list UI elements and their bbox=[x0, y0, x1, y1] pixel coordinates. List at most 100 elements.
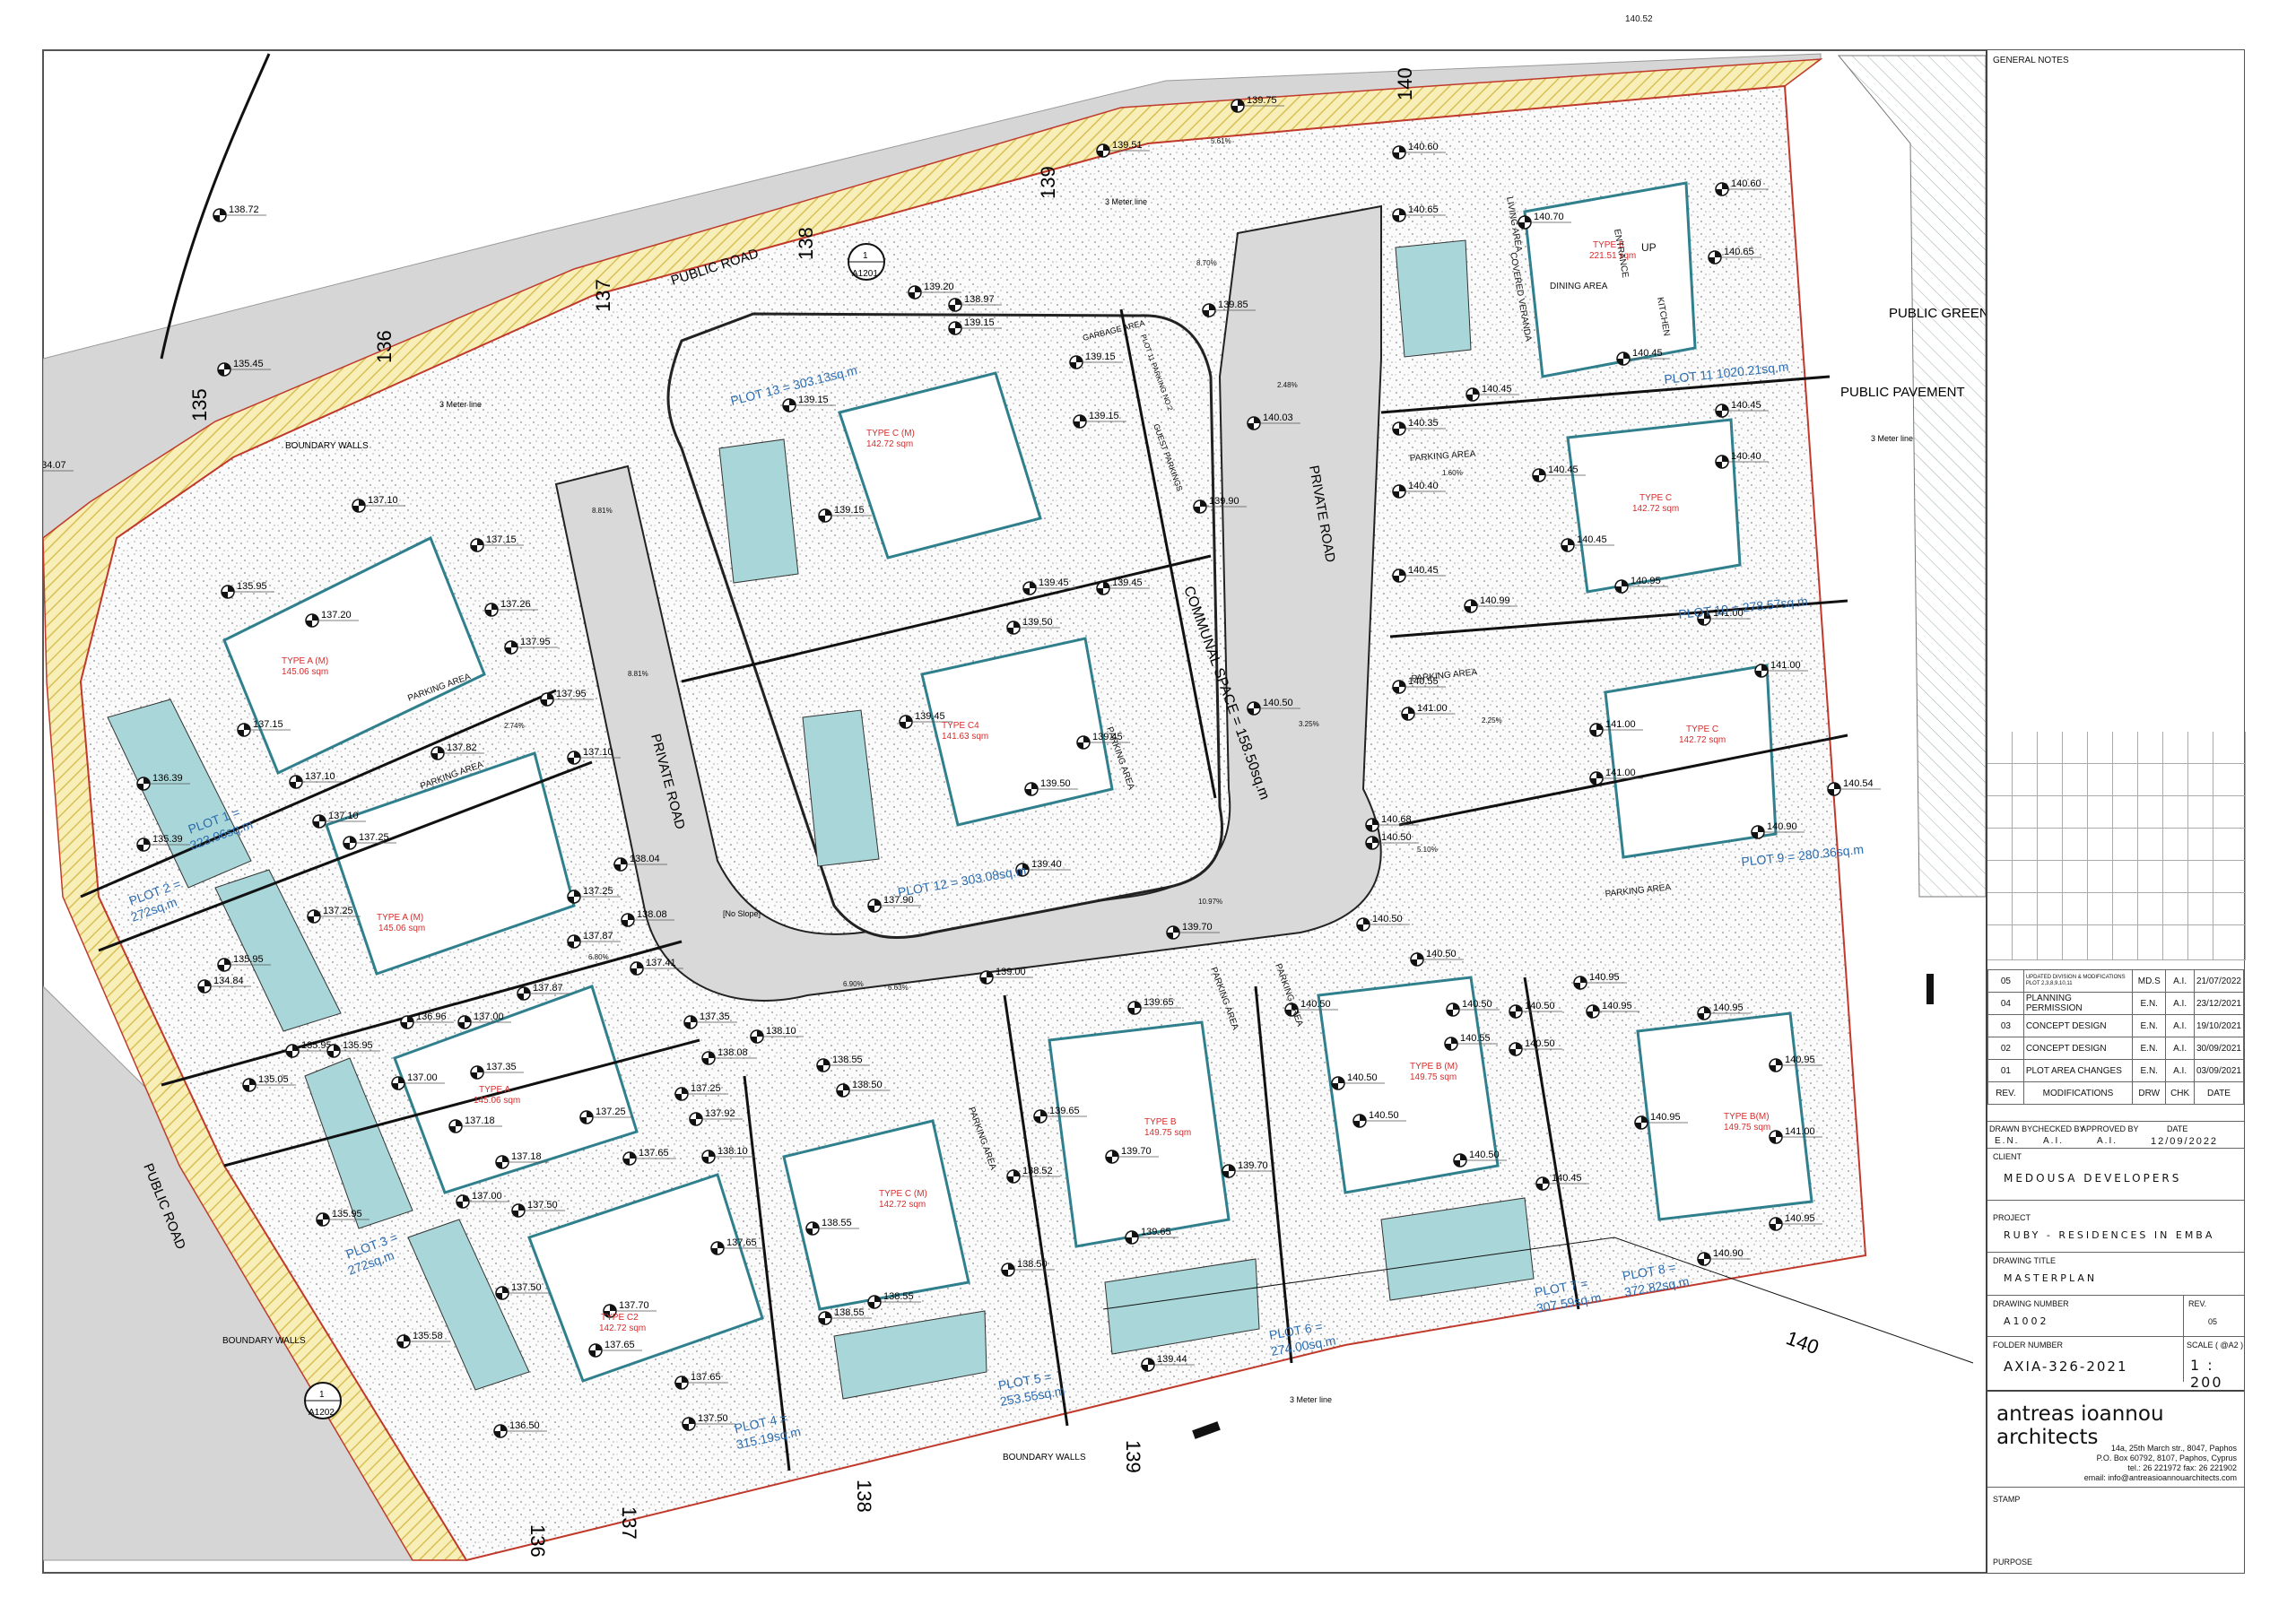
svg-text:3.25%: 3.25% bbox=[1299, 720, 1319, 728]
svg-text:137.50: 137.50 bbox=[511, 1282, 542, 1293]
svg-text:139.15: 139.15 bbox=[798, 395, 829, 405]
svg-text:2.48%: 2.48% bbox=[1277, 381, 1298, 389]
svg-text:137.10: 137.10 bbox=[328, 811, 359, 821]
svg-text:139.15: 139.15 bbox=[1089, 411, 1119, 421]
svg-text:140.60: 140.60 bbox=[1408, 142, 1439, 152]
svg-text:5.10%: 5.10% bbox=[1417, 846, 1438, 854]
svg-text:139.85: 139.85 bbox=[1218, 299, 1248, 310]
spot-level-marker: 138.72 bbox=[213, 204, 266, 222]
svg-text:137.10: 137.10 bbox=[368, 495, 398, 506]
spot-level-marker: 139.40 bbox=[1015, 859, 1069, 877]
svg-text:135.05: 135.05 bbox=[258, 1074, 289, 1085]
spot-level-marker: 137.90 bbox=[867, 895, 921, 913]
svg-text:140.50: 140.50 bbox=[1426, 949, 1457, 959]
spot-level-marker: 136.96 bbox=[400, 1011, 454, 1029]
drawn-by-row: DRAWN BY CHECKED BY APPROVED BY DATE E.N… bbox=[1987, 1121, 2244, 1149]
spot-level-marker: 140.45 bbox=[1535, 1173, 1589, 1191]
spot-level-marker: 138.97 bbox=[948, 294, 1002, 312]
spot-level-marker: 140.55 bbox=[1444, 1033, 1498, 1051]
spot-level-marker: 138.52 bbox=[1006, 1166, 1060, 1184]
svg-text:137.82: 137.82 bbox=[447, 742, 477, 753]
svg-text:137.00: 137.00 bbox=[472, 1191, 502, 1202]
svg-text:137.10: 137.10 bbox=[583, 747, 613, 758]
spot-level-marker: 135.39 bbox=[136, 834, 190, 852]
svg-text:138.55: 138.55 bbox=[883, 1291, 914, 1302]
svg-text:137.70: 137.70 bbox=[619, 1300, 649, 1311]
spot-level-marker: 135.58 bbox=[396, 1331, 450, 1349]
svg-text:135.58: 135.58 bbox=[413, 1331, 443, 1341]
svg-text:137.65: 137.65 bbox=[604, 1340, 635, 1350]
pool-plot5 bbox=[833, 1310, 987, 1400]
svg-text:138.55: 138.55 bbox=[832, 1055, 863, 1065]
spot-level-marker: 137.87 bbox=[567, 931, 621, 949]
svg-text:142.72 sqm: 142.72 sqm bbox=[599, 1324, 646, 1333]
contour-label: 139 bbox=[1122, 1440, 1144, 1473]
spot-level-marker: 140.50 bbox=[1284, 999, 1338, 1017]
svg-text:139.70: 139.70 bbox=[1121, 1146, 1152, 1157]
spot-level-marker: 134.84 bbox=[197, 976, 251, 994]
svg-text:140.45: 140.45 bbox=[1552, 1173, 1582, 1184]
svg-text:139.45: 139.45 bbox=[1092, 732, 1123, 742]
svg-text:140.40: 140.40 bbox=[1408, 481, 1439, 491]
svg-text:134.84: 134.84 bbox=[213, 976, 244, 986]
svg-text:TYPE C (M): TYPE C (M) bbox=[866, 429, 915, 438]
spot-level-marker: 138.55 bbox=[805, 1218, 859, 1236]
svg-text:139.15: 139.15 bbox=[1085, 352, 1116, 362]
spot-level-marker: 141.00 bbox=[1754, 660, 1808, 678]
svg-text:8.81%: 8.81% bbox=[592, 507, 613, 515]
svg-text:139.65: 139.65 bbox=[1049, 1106, 1080, 1116]
spot-level-marker: 140.45 bbox=[1561, 534, 1614, 552]
svg-text:137.25: 137.25 bbox=[323, 906, 353, 916]
drawing-title-value: MASTERPLAN bbox=[2004, 1272, 2098, 1284]
spot-level-marker: 139.50 bbox=[1024, 778, 1078, 796]
svg-text:137.26: 137.26 bbox=[500, 599, 531, 610]
svg-text:TYPE A (M): TYPE A (M) bbox=[377, 913, 423, 923]
spot-level-marker: 140.50 bbox=[1331, 1072, 1385, 1090]
svg-text:140.50: 140.50 bbox=[1462, 999, 1492, 1010]
spot-level-marker: 140.65 bbox=[1708, 247, 1761, 265]
contour-label: 136 bbox=[526, 1524, 549, 1558]
svg-text:140.45: 140.45 bbox=[1632, 348, 1663, 359]
spot-level-marker: 135.95 bbox=[217, 954, 271, 972]
svg-text:140.90: 140.90 bbox=[1767, 821, 1797, 832]
spot-level-marker: 139.15 bbox=[818, 505, 872, 523]
svg-text:TYPE C: TYPE C bbox=[1686, 725, 1718, 734]
svg-text:139.40: 139.40 bbox=[1031, 859, 1062, 870]
spot-level-marker: 137.82 bbox=[430, 742, 484, 760]
svg-text:140.50: 140.50 bbox=[1263, 698, 1293, 708]
svg-text:138.08: 138.08 bbox=[637, 909, 667, 920]
svg-text:137.15: 137.15 bbox=[253, 719, 283, 730]
svg-text:137.50: 137.50 bbox=[527, 1200, 558, 1211]
svg-text:137.25: 137.25 bbox=[583, 886, 613, 897]
spot-level-marker: 140.40 bbox=[1715, 451, 1769, 469]
spot-level-marker: 137.50 bbox=[511, 1200, 565, 1218]
spot-level-marker: 140.50 bbox=[1509, 1001, 1562, 1019]
svg-text:139.65: 139.65 bbox=[1144, 997, 1174, 1008]
spot-level-marker: 138.55 bbox=[867, 1291, 921, 1309]
spot-level-marker: 137.15 bbox=[470, 534, 524, 552]
spot-level-marker: 139.70 bbox=[1222, 1160, 1275, 1178]
spot-level-marker: 140.95 bbox=[1614, 576, 1668, 594]
svg-text:138.72: 138.72 bbox=[229, 204, 259, 215]
spot-level-marker: 140.40 bbox=[1392, 481, 1446, 499]
spot-level-marker: 139.75 bbox=[1231, 95, 1284, 113]
svg-text:140.03: 140.03 bbox=[1263, 412, 1293, 423]
svg-text:140.95: 140.95 bbox=[1589, 972, 1620, 983]
svg-text:140.99: 140.99 bbox=[1480, 595, 1510, 606]
spot-level-marker: 137.65 bbox=[588, 1340, 642, 1358]
spot-level-marker: 136.39 bbox=[136, 773, 190, 791]
svg-text:PARKING AREA: PARKING AREA bbox=[1409, 449, 1476, 464]
svg-text:139.50: 139.50 bbox=[1022, 617, 1053, 628]
svg-text:1: 1 bbox=[863, 251, 868, 261]
svg-text:145.06 sqm: 145.06 sqm bbox=[474, 1096, 520, 1106]
stamp-section: STAMP PURPOSE bbox=[1987, 1487, 2244, 1573]
spot-level-marker: 137.70 bbox=[603, 1300, 657, 1318]
svg-text:141.00: 141.00 bbox=[1605, 719, 1636, 730]
spot-level-marker: 137.20 bbox=[305, 610, 359, 628]
spot-level-marker: 137.50 bbox=[495, 1282, 549, 1300]
spot-level-marker: 139.50 bbox=[1006, 617, 1060, 635]
svg-text:141.00: 141.00 bbox=[1417, 703, 1448, 714]
spot-level-marker: 139.15 bbox=[782, 395, 836, 412]
svg-text:140.95: 140.95 bbox=[1785, 1213, 1815, 1224]
